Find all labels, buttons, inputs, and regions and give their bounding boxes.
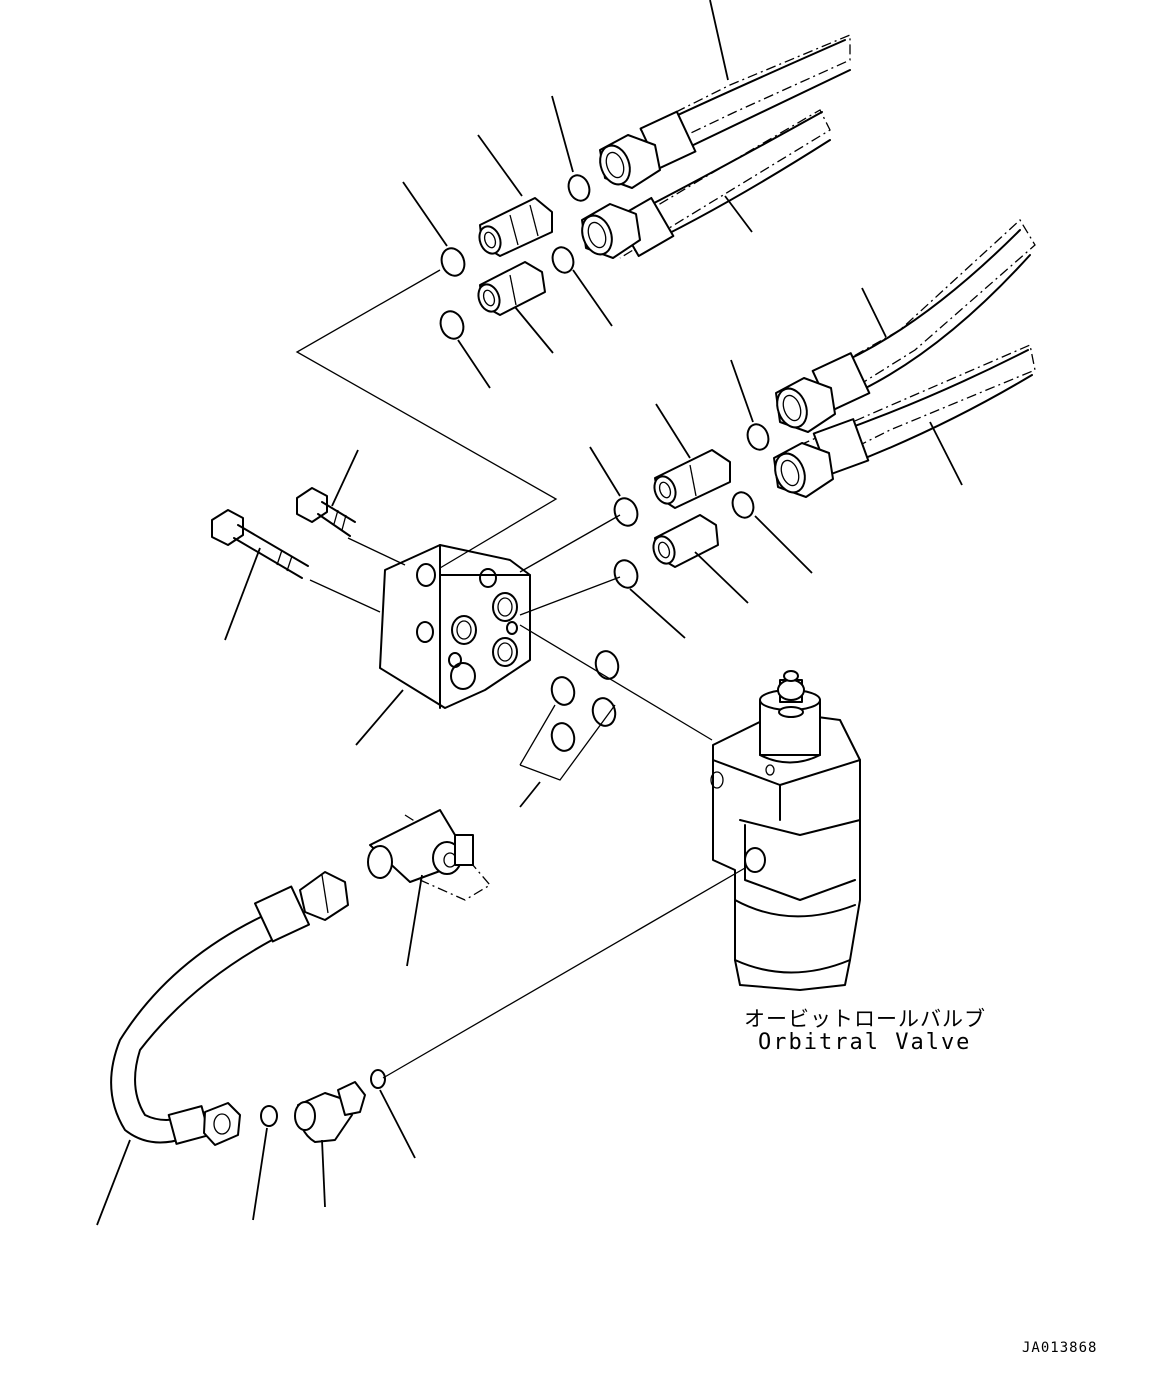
lower-elbow <box>260 1069 386 1143</box>
leader-lines <box>96 0 963 1226</box>
upper-hose-pair <box>581 34 851 259</box>
manifold-block <box>379 544 531 709</box>
upper-fittings <box>439 174 591 340</box>
block-o-rings <box>519 650 620 781</box>
component-label-jp: オービットロールバルブ <box>744 1007 986 1031</box>
orbitral-valve <box>710 670 861 991</box>
middle-fittings <box>613 423 770 589</box>
lower-hose-pair <box>773 218 1036 498</box>
mounting-bolts <box>211 487 356 579</box>
drawing-number: JA013868 <box>1022 1340 1098 1356</box>
tee-fitting <box>367 809 491 901</box>
lower-hose <box>110 871 349 1146</box>
component-label-en: Orbitral Valve <box>758 1030 972 1055</box>
